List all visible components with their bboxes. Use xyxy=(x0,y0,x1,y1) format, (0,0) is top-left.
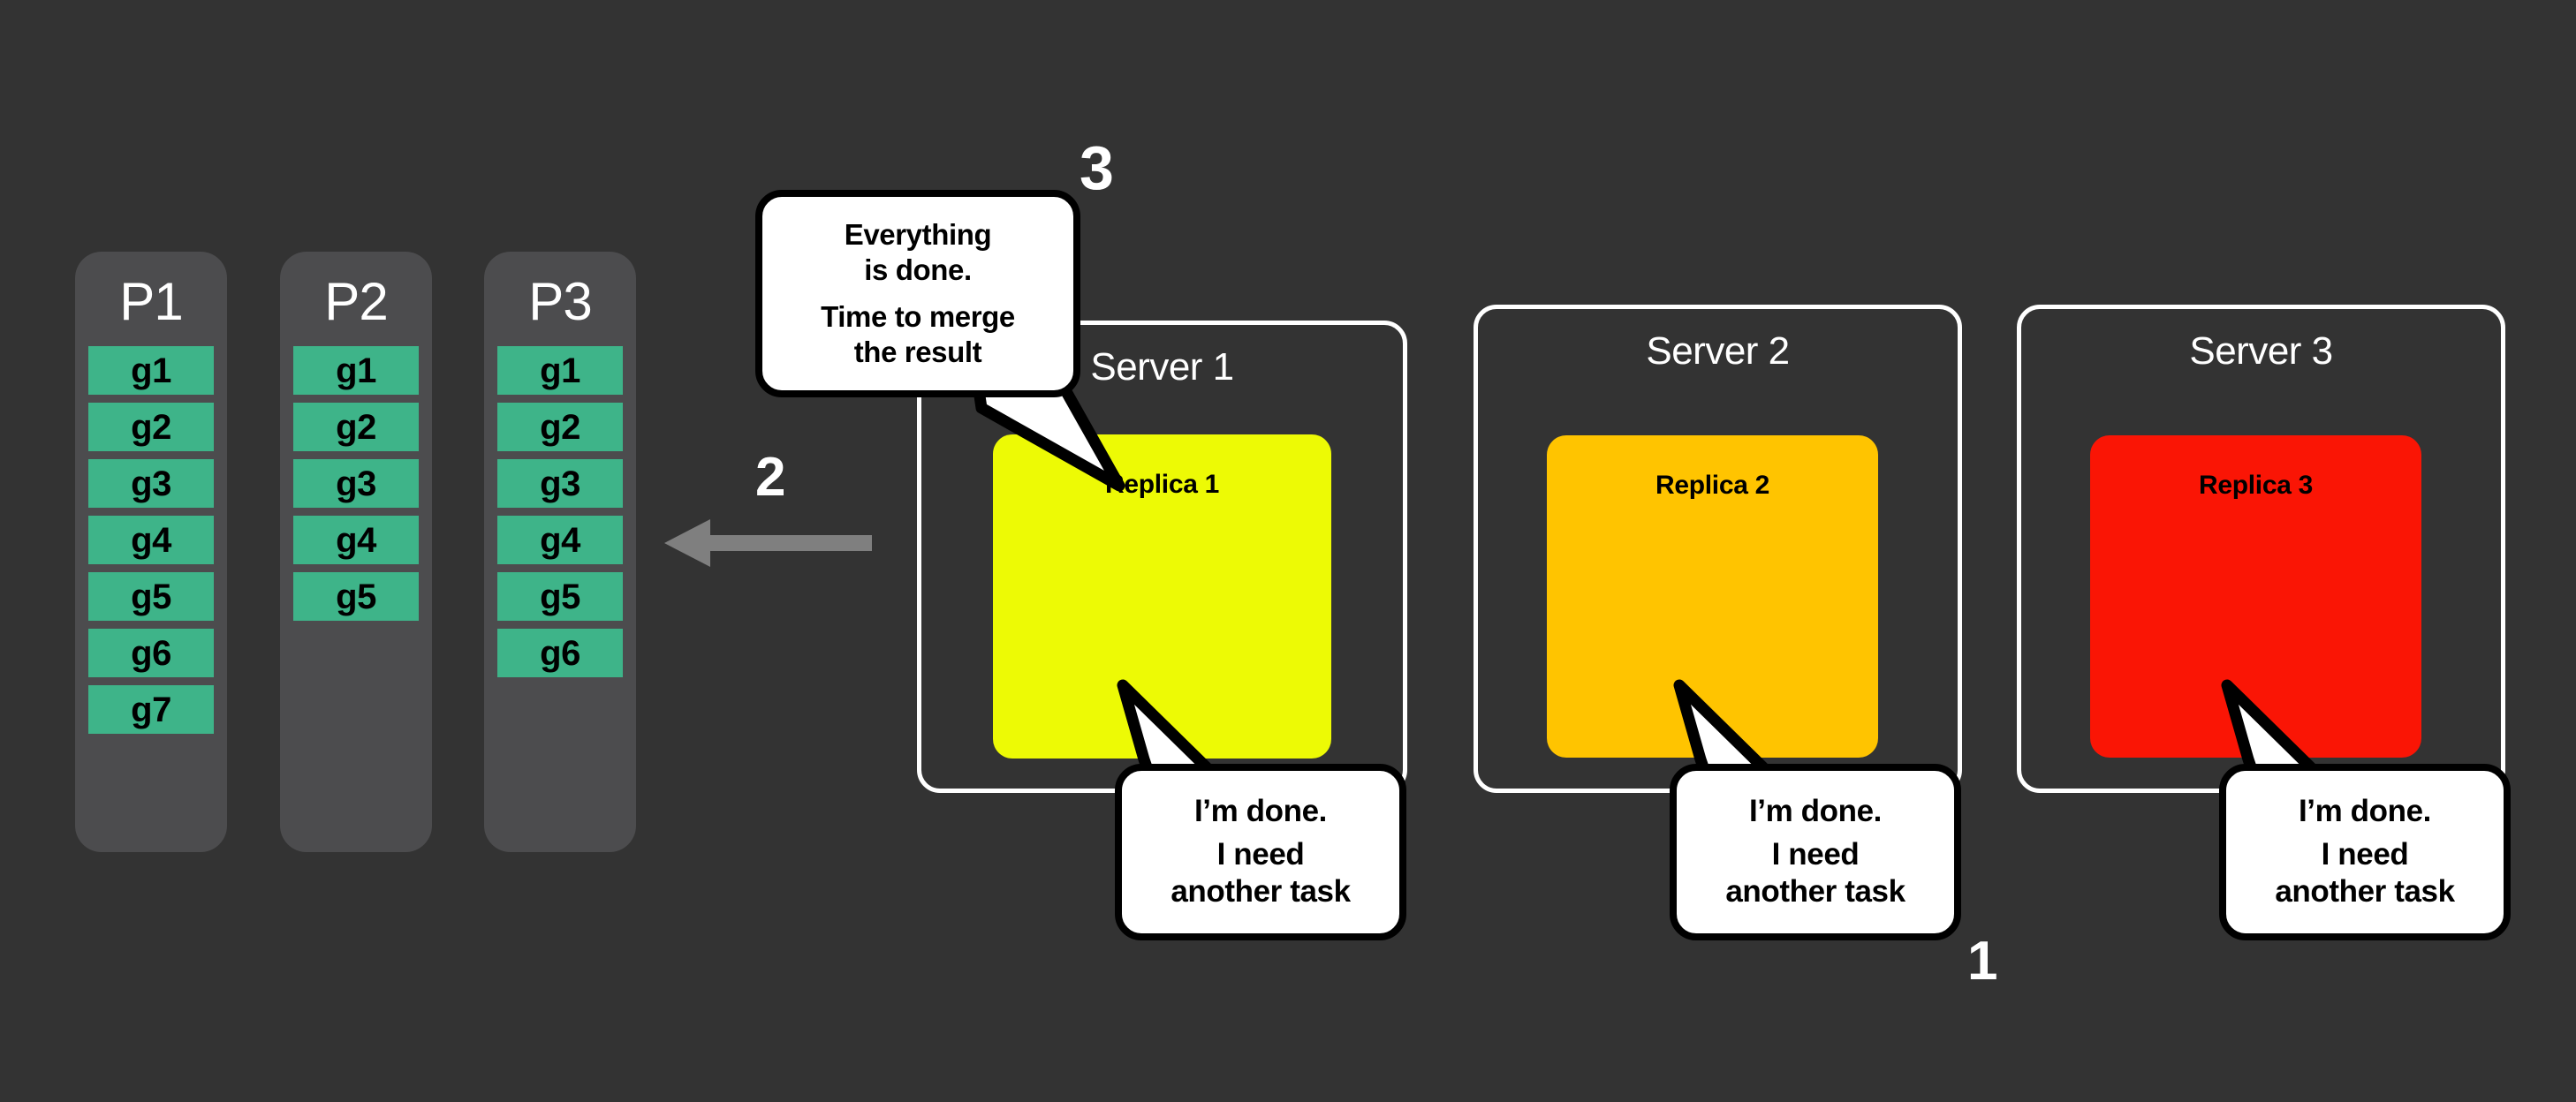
merge-bubble-group-2: Time to merge the result xyxy=(821,299,1015,371)
replica-box-3: Replica 3 xyxy=(2090,435,2421,758)
merge-arrow xyxy=(664,517,872,570)
chunk-list: g1 g2 g3 g4 g5 xyxy=(280,346,432,621)
done-bubble-line-1: I’m done. xyxy=(1748,793,1883,828)
chunk: g2 xyxy=(497,403,623,451)
replica-box-2: Replica 2 xyxy=(1547,435,1878,758)
chunk: g1 xyxy=(88,346,214,395)
done-bubble-line-2: I need xyxy=(1216,836,1305,872)
merge-bubble-group-1: Everything is done. xyxy=(845,217,992,289)
done-bubble-1: I’m done. I need another task xyxy=(1115,764,1406,940)
chunk: g5 xyxy=(293,572,419,621)
replica-label: Replica 1 xyxy=(1104,470,1220,499)
chunk: g6 xyxy=(88,629,214,677)
done-bubble-line-2: I need xyxy=(2321,836,2409,872)
chunk: g6 xyxy=(497,629,623,677)
chunk-list: g1 g2 g3 g4 g5 g6 xyxy=(484,346,636,677)
server-title: Server 3 xyxy=(2189,329,2333,373)
done-bubble-line-1: I’m done. xyxy=(1193,793,1328,828)
chunk: g1 xyxy=(497,346,623,395)
arrow-left-icon xyxy=(664,519,872,567)
step-number-3: 3 xyxy=(1080,133,1114,202)
merge-bubble-line-4: the result xyxy=(853,335,982,368)
chunk: g3 xyxy=(497,459,623,508)
chunk: g4 xyxy=(293,516,419,564)
merge-bubble-line-1: Everything xyxy=(844,218,992,251)
chunk: g3 xyxy=(293,459,419,508)
partition-title: P2 xyxy=(324,272,388,331)
done-bubble-3: I’m done. I need another task xyxy=(2219,764,2511,940)
done-bubble-line-1: I’m done. xyxy=(2298,793,2432,828)
done-bubble-line-3: another task xyxy=(1171,874,1351,910)
done-bubble-line-3: another task xyxy=(2275,874,2455,910)
chunk: g1 xyxy=(293,346,419,395)
replica-label: Replica 2 xyxy=(1655,471,1770,500)
chunk: g4 xyxy=(497,516,623,564)
chunk: g2 xyxy=(88,403,214,451)
partition-p2: P2 g1 g2 g3 g4 g5 xyxy=(280,252,432,852)
merge-bubble: Everything is done. Time to merge the re… xyxy=(755,190,1080,397)
partition-title: P3 xyxy=(528,272,592,331)
chunk-list: g1 g2 g3 g4 g5 g6 g7 xyxy=(75,346,227,734)
chunk: g2 xyxy=(293,403,419,451)
step-number-2: 2 xyxy=(755,447,786,508)
merge-bubble-line-2: is done. xyxy=(864,253,972,287)
chunk: g4 xyxy=(88,516,214,564)
chunk: g5 xyxy=(497,572,623,621)
done-bubble-line-3: another task xyxy=(1725,874,1905,910)
merge-bubble-line-3: Time to merge xyxy=(821,299,1015,333)
chunk: g3 xyxy=(88,459,214,508)
partition-p1: P1 g1 g2 g3 g4 g5 g6 g7 xyxy=(75,252,227,852)
server-title: Server 2 xyxy=(1646,329,1790,373)
partition-title: P1 xyxy=(119,272,183,331)
done-bubble-2: I’m done. I need another task xyxy=(1670,764,1961,940)
done-bubble-line-2: I need xyxy=(1771,836,1860,872)
chunk: g7 xyxy=(88,685,214,734)
step-number-1: 1 xyxy=(1967,931,1998,992)
partition-p3: P3 g1 g2 g3 g4 g5 g6 xyxy=(484,252,636,852)
replica-box-1: Replica 1 xyxy=(993,434,1331,759)
chunk: g5 xyxy=(88,572,214,621)
replica-label: Replica 3 xyxy=(2198,471,2314,500)
